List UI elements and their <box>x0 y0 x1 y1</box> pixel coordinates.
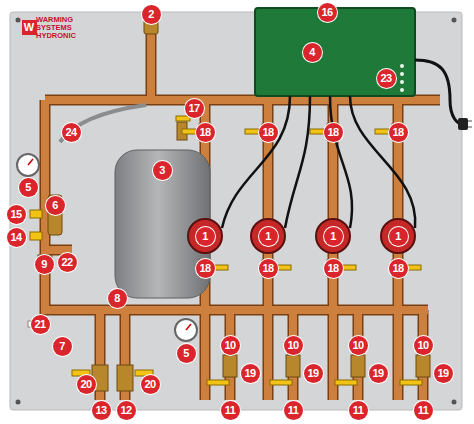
callout-number: 16 <box>318 3 337 22</box>
callout-number: 7 <box>53 337 72 356</box>
callout-number: 20 <box>141 375 160 394</box>
valve-handle <box>270 380 292 385</box>
flex-hose <box>60 105 146 142</box>
valve-handle <box>400 380 422 385</box>
control-box <box>255 8 415 96</box>
callout-number: 24 <box>62 123 81 142</box>
valve-body <box>286 355 300 377</box>
callout-number: 19 <box>434 364 453 383</box>
callout-number: 18 <box>259 123 278 142</box>
callout-number: 23 <box>377 69 396 88</box>
callout-number: 18 <box>196 123 215 142</box>
screw <box>452 18 457 23</box>
valve-handle <box>407 265 421 270</box>
copper-pipe <box>45 24 440 400</box>
valve-handle <box>30 232 42 240</box>
callout-number: 19 <box>369 364 388 383</box>
valve-handle <box>207 380 229 385</box>
logo-text: WARMING SYSTEMS HYDRONIC <box>36 16 82 40</box>
callout-number: 22 <box>58 253 77 272</box>
pressure-gauge <box>17 154 39 176</box>
callout-number: 10 <box>221 336 240 355</box>
pump <box>251 219 285 253</box>
callout-number: 2 <box>142 5 161 24</box>
callout-number: 10 <box>349 336 368 355</box>
callout-number: 13 <box>92 401 111 420</box>
callout-number: 18 <box>389 259 408 278</box>
power-cord <box>415 60 462 124</box>
callout-number: 17 <box>185 99 204 118</box>
callout-number: 1 <box>259 227 278 246</box>
valve-handle <box>182 129 196 134</box>
callout-number: 18 <box>196 259 215 278</box>
pump-wires <box>222 96 415 228</box>
valve-handle <box>375 129 389 134</box>
return-valves <box>207 355 430 385</box>
callout-number: 1 <box>389 227 408 246</box>
temperature-gauge <box>175 319 197 341</box>
callout-number: 5 <box>177 344 196 363</box>
valve-handle <box>342 265 356 270</box>
callout-number: 20 <box>77 375 96 394</box>
callout-number: 10 <box>414 336 433 355</box>
valve-handle <box>176 116 190 121</box>
callout-number: 1 <box>324 227 343 246</box>
callout-number: 11 <box>284 401 303 420</box>
plug <box>458 118 468 130</box>
led <box>400 80 404 84</box>
led <box>400 64 404 68</box>
callout-number: 10 <box>284 336 303 355</box>
gauge-needle <box>28 159 33 165</box>
callout-number: 18 <box>389 123 408 142</box>
callout-number: 12 <box>117 401 136 420</box>
valve-body <box>416 355 430 377</box>
pump <box>188 219 222 253</box>
pipe-outline <box>45 24 440 400</box>
wire <box>285 96 310 228</box>
valve-handle <box>30 210 42 218</box>
logo-mark: W <box>22 20 37 35</box>
callout-number: 21 <box>31 315 50 334</box>
wire <box>350 96 415 228</box>
valve-handle <box>335 380 357 385</box>
plug-prongs <box>468 121 472 127</box>
callout-number: 9 <box>35 255 54 274</box>
wire <box>330 96 352 228</box>
pump <box>381 219 415 253</box>
callout-number: 8 <box>108 289 127 308</box>
callout-number: 3 <box>153 161 172 180</box>
callout-number: 11 <box>414 401 433 420</box>
led <box>400 88 404 92</box>
wire <box>222 96 290 228</box>
gauge-needle <box>186 324 191 330</box>
valve-body <box>351 355 365 377</box>
screw <box>452 400 457 405</box>
screw <box>16 18 21 23</box>
callout-number: 11 <box>221 401 240 420</box>
callout-number: 18 <box>324 259 343 278</box>
callout-number: 19 <box>304 364 323 383</box>
callout-number: 6 <box>46 196 65 215</box>
valve-handle <box>310 129 324 134</box>
callout-number: 14 <box>7 228 26 247</box>
led <box>400 72 404 76</box>
callout-number: 15 <box>7 205 26 224</box>
screw <box>16 400 21 405</box>
callout-number: 19 <box>241 364 260 383</box>
callout-number: 18 <box>324 123 343 142</box>
pump-valves <box>182 124 421 276</box>
valve-handle <box>245 129 259 134</box>
drain-valve <box>117 365 133 391</box>
valve-handle <box>214 265 228 270</box>
callout-number: 1 <box>196 227 215 246</box>
callout-number: 18 <box>259 259 278 278</box>
pump <box>316 219 350 253</box>
valve-body <box>223 355 237 377</box>
callout-number: 5 <box>19 178 38 197</box>
valve-handle <box>277 265 291 270</box>
callout-number: 4 <box>303 43 322 62</box>
callout-number: 11 <box>349 401 368 420</box>
